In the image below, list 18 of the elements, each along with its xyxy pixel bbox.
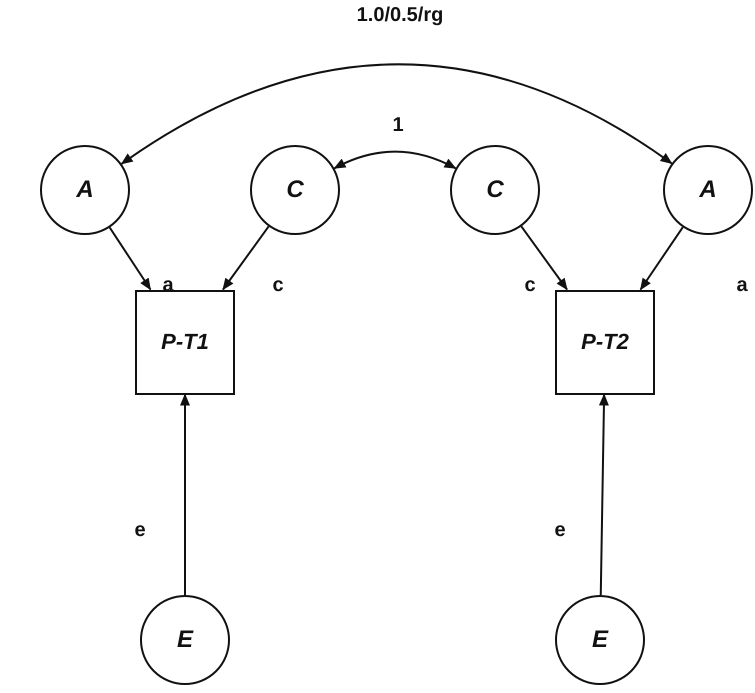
arrow	[108, 227, 152, 290]
arrow	[180, 394, 190, 595]
node-label: E	[176, 626, 193, 654]
variable-box	[555, 290, 655, 394]
node-label: C	[486, 176, 504, 204]
arrow	[640, 226, 684, 290]
node-label: P-T2	[581, 329, 629, 355]
node-label: A	[699, 176, 717, 204]
node-label: P-T1	[161, 329, 209, 355]
variable-box	[135, 290, 235, 394]
arrow	[334, 150, 456, 170]
node-label: C	[286, 176, 304, 204]
arrow	[598, 394, 609, 596]
node-label: E	[592, 626, 608, 654]
arrow	[520, 226, 568, 290]
node-label: A	[76, 176, 94, 204]
arrow	[120, 63, 672, 165]
arrow	[222, 226, 270, 290]
